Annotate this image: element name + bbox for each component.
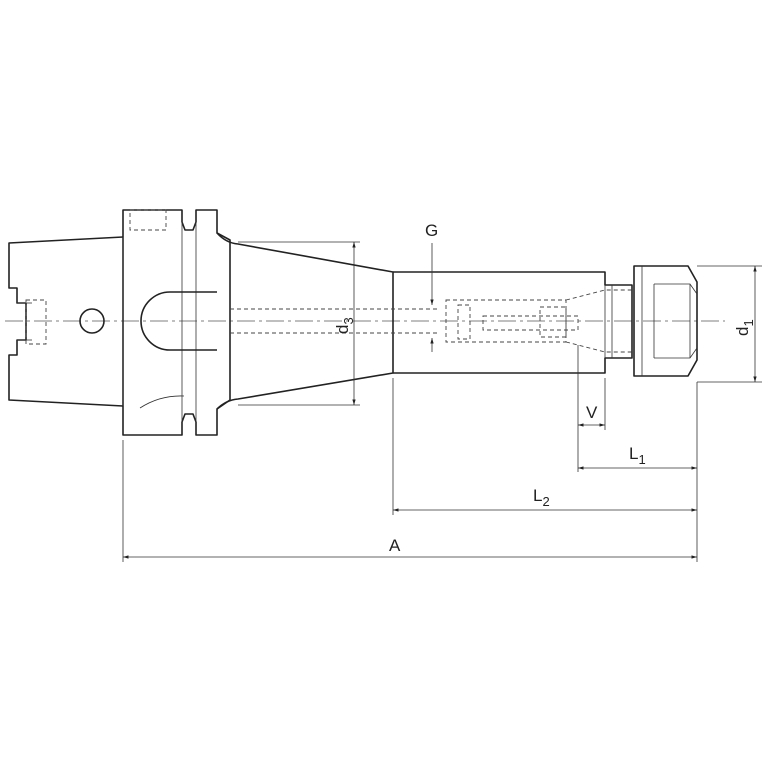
internal-bore: [230, 289, 632, 353]
d3-label: d3: [333, 317, 356, 334]
d1-label: d1: [733, 319, 756, 336]
a-label: A: [389, 536, 401, 555]
dimension-d3: [238, 241, 360, 406]
extension-lines: [122, 345, 698, 562]
g-label: G: [425, 221, 438, 240]
dimension-d1: [697, 265, 762, 383]
flange: [122, 209, 231, 436]
taper-shank: [8, 236, 124, 407]
clamping-nut: [633, 265, 698, 377]
l1-label: L1: [629, 444, 646, 467]
extension-body: [393, 271, 633, 374]
l2-label: L2: [533, 486, 550, 509]
conical-body: [216, 232, 394, 410]
v-label: V: [586, 403, 598, 422]
